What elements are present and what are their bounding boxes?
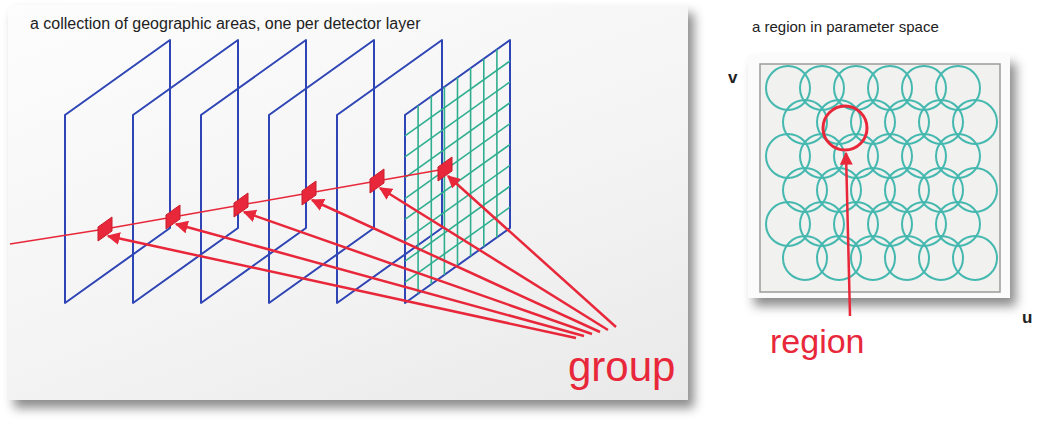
panel-heading: a region in parameter space [752, 18, 939, 35]
board-surface [760, 64, 1000, 292]
callout-word: group [568, 343, 675, 391]
detector-layers [65, 40, 510, 303]
callout-word: region [770, 322, 865, 361]
panel-heading: a collection of geographic areas, one pe… [30, 15, 420, 33]
axis-label: u [1022, 308, 1032, 328]
leader-arrows [108, 176, 616, 338]
track-line [10, 169, 445, 244]
area-grid [405, 49, 510, 293]
selected-region [823, 106, 867, 150]
whiteboard-photo [8, 5, 688, 400]
whiteboard-panel: a collection of geographic areas, one pe… [8, 5, 688, 400]
parameter-circles [766, 66, 997, 280]
leader-arrow [846, 153, 850, 316]
axis-label: v [728, 68, 737, 88]
